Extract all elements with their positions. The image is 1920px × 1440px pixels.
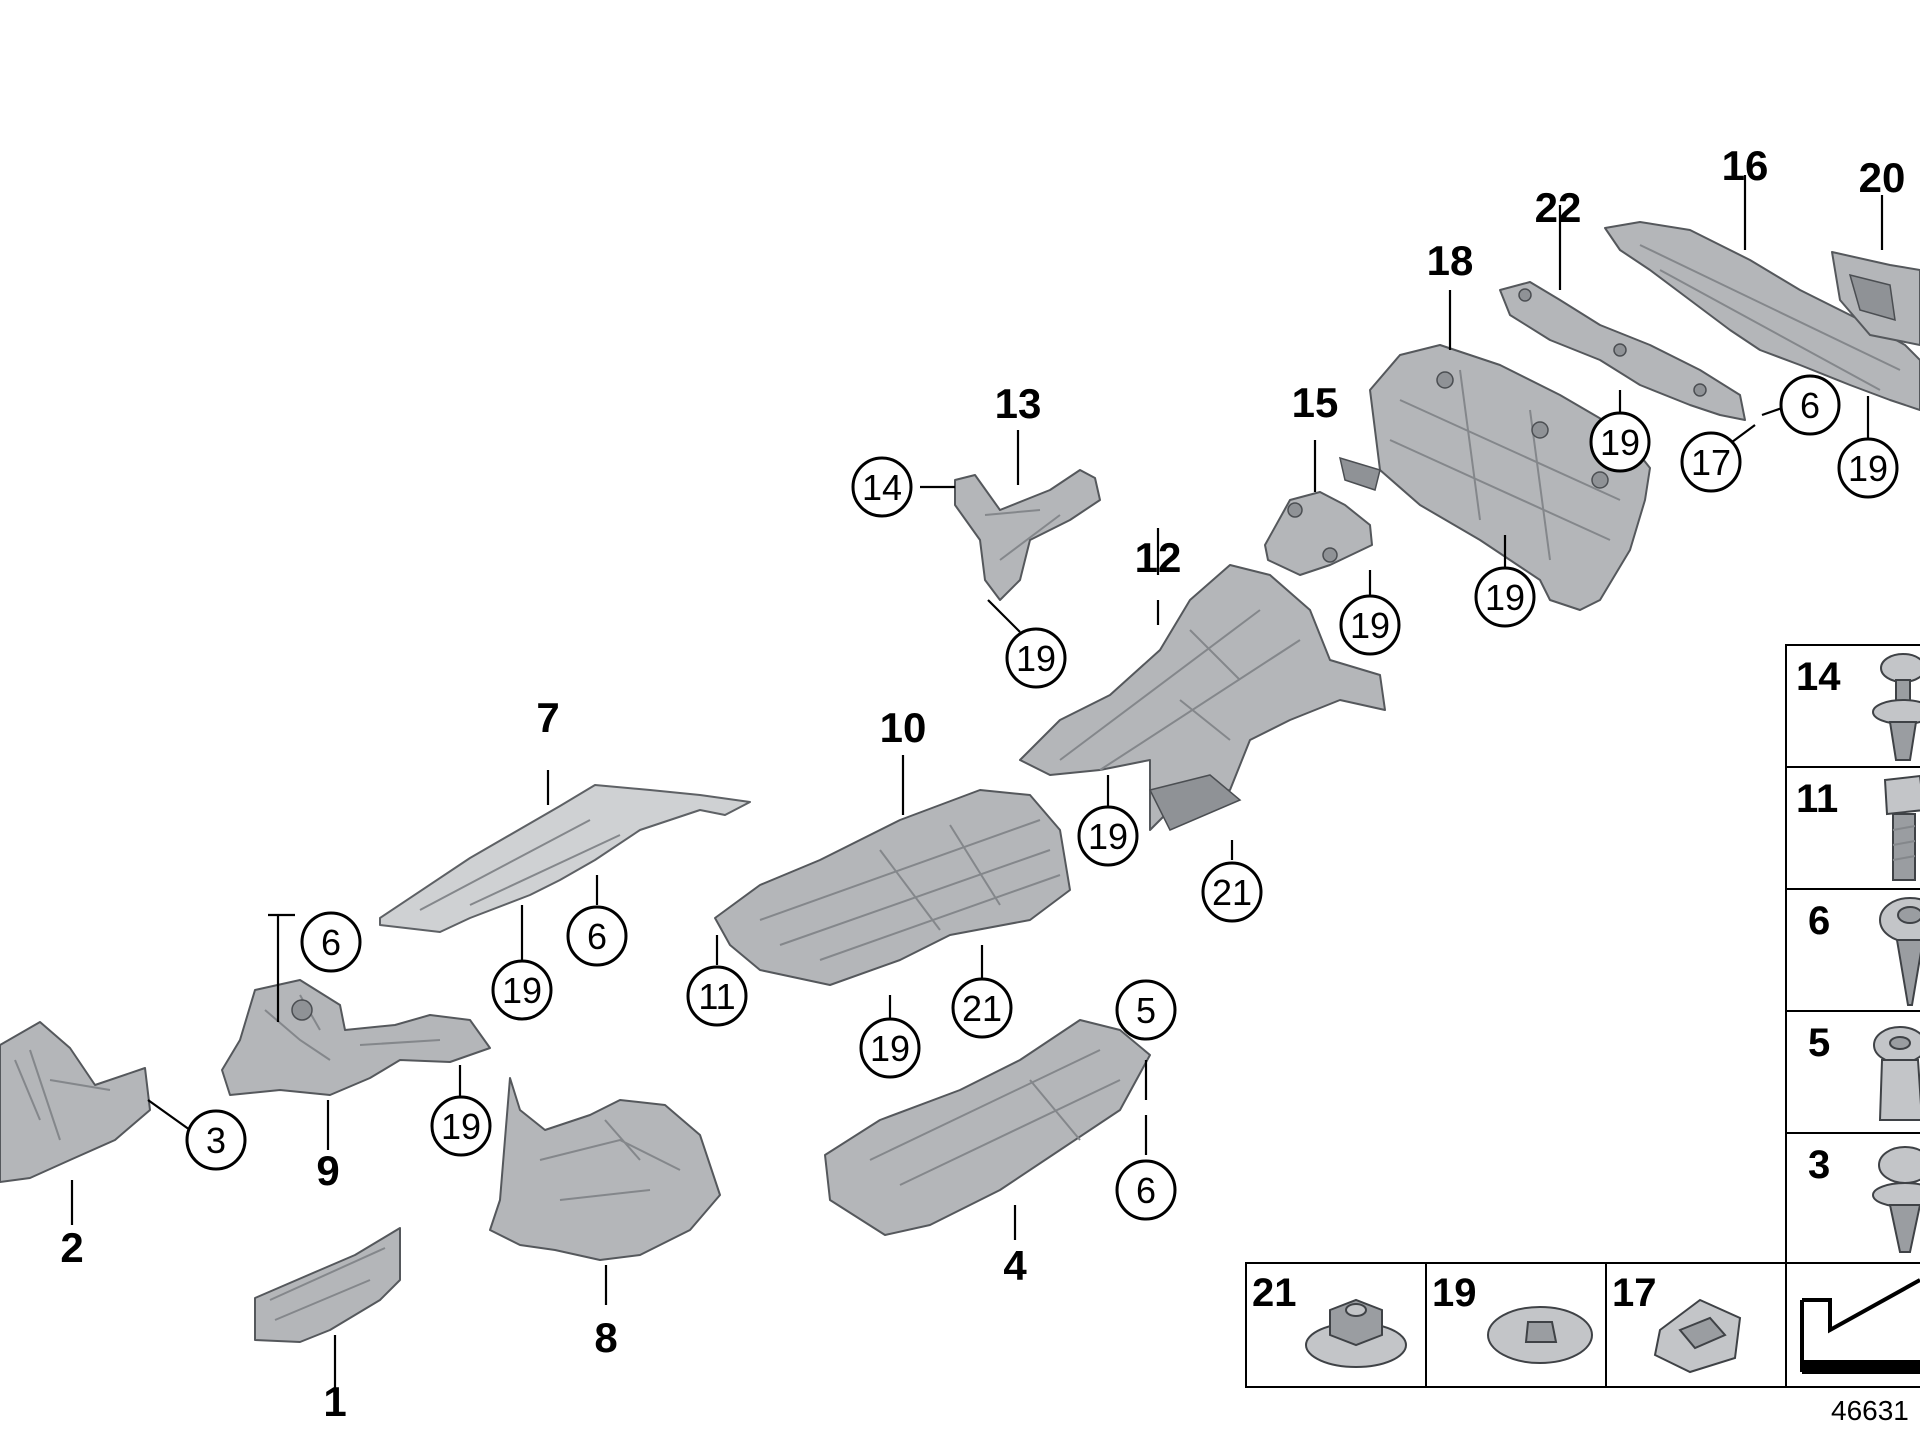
circle-callout-19: 19 — [859, 1017, 921, 1079]
heat-shield-4 — [824, 1019, 1151, 1236]
expansion-rivet-icon — [1872, 1146, 1920, 1253]
svg-text:6: 6 — [1136, 1170, 1156, 1211]
table-label-14: 14 — [1796, 655, 1841, 699]
circle-callout-19: 19 — [1589, 411, 1651, 473]
speed-nut-icon — [1487, 1306, 1593, 1364]
circle-callout-6: 6 — [1115, 1159, 1177, 1221]
svg-text:19: 19 — [870, 1028, 910, 1069]
heat-shield-8 — [489, 1077, 721, 1261]
table-label-5: 5 — [1808, 1021, 1830, 1065]
heat-shield-13 — [954, 469, 1101, 601]
callout-2: 2 — [60, 1224, 83, 1271]
svg-text:19: 19 — [1350, 605, 1390, 646]
circle-callout-6: 6 — [566, 905, 628, 967]
svg-text:3: 3 — [206, 1120, 226, 1161]
callout-4: 4 — [1003, 1242, 1027, 1289]
heat-shield-22 — [1499, 281, 1746, 421]
direction-arrow-icon — [1800, 1278, 1920, 1374]
svg-text:19: 19 — [441, 1106, 481, 1147]
table-label-19: 19 — [1432, 1271, 1477, 1315]
svg-text:19: 19 — [1016, 638, 1056, 679]
callout-8: 8 — [594, 1314, 617, 1361]
circle-callout-19: 19 — [491, 959, 553, 1021]
svg-text:6: 6 — [1800, 385, 1820, 426]
heat-shield-18 — [1338, 344, 1651, 611]
washer-screw-icon — [1879, 897, 1920, 1006]
callout-18: 18 — [1427, 237, 1474, 284]
heat-shield-1 — [254, 1227, 401, 1343]
svg-text:14: 14 — [862, 467, 902, 508]
svg-text:19: 19 — [1848, 448, 1888, 489]
svg-text:6: 6 — [587, 916, 607, 957]
circle-callout-21: 21 — [1201, 861, 1263, 923]
heat-shield-16 — [1604, 221, 1920, 411]
callout-12: 12 — [1135, 534, 1182, 581]
circle-callout-19: 19 — [1837, 437, 1899, 499]
svg-text:21: 21 — [962, 988, 1002, 1029]
heat-shield-12 — [1019, 564, 1386, 831]
u-clip-nut-icon — [1653, 1298, 1742, 1374]
heat-shield-2 — [0, 1021, 151, 1183]
plain-callouts: 1 2 9 8 7 10 4 12 13 15 18 22 16 20 — [60, 142, 1905, 1425]
flange-nut-icon — [1305, 1298, 1407, 1368]
svg-text:11: 11 — [698, 976, 735, 1017]
circle-callout-19: 19 — [1005, 627, 1067, 689]
table-label-6: 6 — [1808, 899, 1830, 943]
table-label-11: 11 — [1796, 777, 1838, 821]
svg-text:19: 19 — [502, 970, 542, 1011]
svg-text:19: 19 — [1485, 577, 1525, 618]
svg-text:21: 21 — [1212, 872, 1252, 913]
circle-callout-19: 19 — [1474, 566, 1536, 628]
hardware-table: 14 11 6 5 3 21 19 17 — [1245, 644, 1920, 1388]
table-label-17: 17 — [1612, 1271, 1657, 1315]
svg-text:5: 5 — [1136, 990, 1156, 1031]
callout-7: 7 — [536, 694, 559, 741]
callout-20: 20 — [1859, 154, 1906, 201]
heat-shield-7 — [379, 784, 751, 933]
circle-callout-14: 14 — [851, 456, 913, 518]
circle-callout-21: 21 — [951, 977, 1013, 1039]
leader-lines — [70, 175, 1884, 1390]
callout-9: 9 — [316, 1147, 339, 1194]
circle-callout-17: 17 — [1680, 431, 1742, 493]
part-20 — [1831, 251, 1920, 346]
heat-shield-9 — [221, 979, 491, 1096]
callout-10: 10 — [880, 704, 927, 751]
callout-16: 16 — [1722, 142, 1769, 189]
bolt-icon — [1883, 774, 1920, 881]
heat-shield-15 — [1264, 491, 1373, 576]
table-label-3: 3 — [1808, 1143, 1830, 1187]
heat-shield-10 — [714, 789, 1071, 986]
callout-1: 1 — [323, 1378, 346, 1425]
circled-callouts: 3 6 19 19 6 11 19 21 — [185, 374, 1899, 1221]
circle-callout-5: 5 — [1115, 979, 1177, 1041]
svg-text:19: 19 — [1088, 816, 1128, 857]
callout-13: 13 — [995, 380, 1042, 427]
callout-22: 22 — [1535, 184, 1582, 231]
table-label-21: 21 — [1252, 1271, 1297, 1315]
svg-text:17: 17 — [1691, 442, 1731, 483]
svg-text:19: 19 — [1600, 422, 1640, 463]
circle-callout-19: 19 — [1077, 805, 1139, 867]
push-rivet-icon — [1872, 653, 1920, 761]
callout-15: 15 — [1292, 379, 1339, 426]
circle-callout-11: 11 — [686, 965, 748, 1027]
circle-callout-19: 19 — [430, 1095, 492, 1157]
diagram-reference-number: 46631 — [1831, 1395, 1909, 1426]
circle-callout-6: 6 — [300, 911, 362, 973]
circle-callout-19: 19 — [1339, 594, 1401, 656]
circle-callout-3: 3 — [185, 1109, 247, 1171]
circle-callout-6: 6 — [1779, 374, 1841, 436]
expanding-nut-icon — [1873, 1026, 1920, 1121]
svg-text:6: 6 — [321, 922, 341, 963]
